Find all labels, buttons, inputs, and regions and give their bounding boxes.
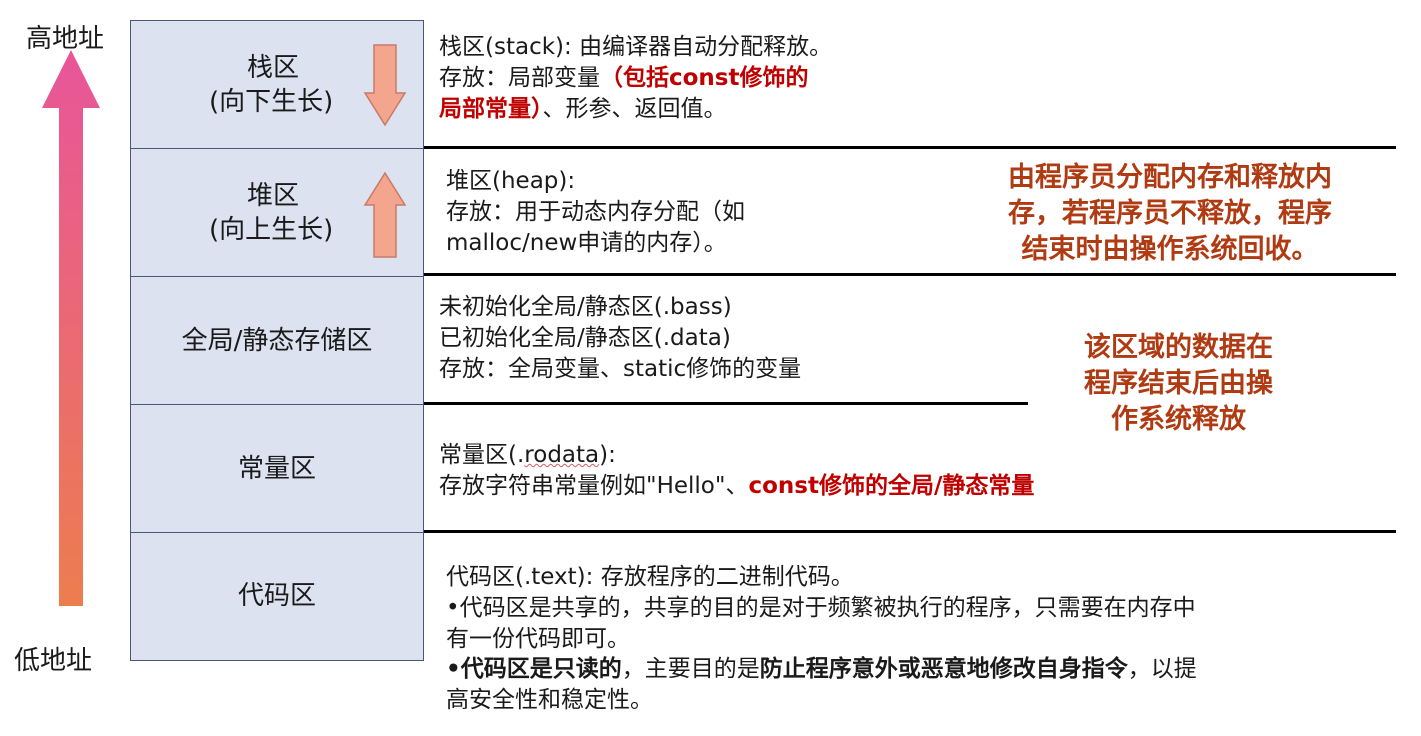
- up-arrow-icon: [363, 171, 407, 258]
- divider-stack-heap: [424, 146, 1396, 149]
- heap-desc-line2: 存放：用于动态内存分配（如: [446, 198, 745, 225]
- const-desc-line2-prefix: 存放字符串常量例如"Hello"、: [439, 472, 749, 499]
- high-address-label: 高地址: [26, 24, 105, 54]
- stack-desc-line2-highlight: （包括const修饰的: [600, 64, 809, 91]
- code-desc-line5: 高安全性和稳定性。: [446, 687, 653, 714]
- global-note-line3: 作系统释放: [1111, 404, 1246, 436]
- heap-note-line2: 存，若程序员不释放，程序: [1008, 198, 1332, 230]
- segment-code: 代码区: [130, 532, 424, 661]
- stack-desc-line2-prefix: 存放：局部变量: [439, 64, 600, 91]
- code-desc-line4-suffix: ，以提: [1127, 656, 1197, 683]
- segment-heap: 堆区 (向上生长): [130, 148, 424, 278]
- segment-stack: 栈区 (向下生长): [130, 20, 424, 150]
- segment-stack-name: 栈区: [247, 52, 300, 83]
- heap-note-line1: 由程序员分配内存和释放内: [1008, 162, 1332, 193]
- stack-description: 栈区(stack): 由编译器自动分配释放。 存放：局部变量（包括const修饰…: [439, 32, 832, 124]
- divider-heap-global: [424, 273, 1396, 276]
- divider-constant-code: [424, 530, 1396, 533]
- global-desc-line1: 未初始化全局/静态区(.bass): [439, 294, 732, 320]
- heap-note-line3: 结束时由操作系统回收。: [1021, 234, 1319, 266]
- low-address-label: 低地址: [14, 646, 93, 676]
- segment-global-static: 全局/静态存储区: [130, 276, 424, 406]
- segment-heap-growth: (向上生长): [209, 215, 334, 245]
- segment-constant: 常量区: [130, 404, 424, 534]
- const-desc-line2-highlight: const修饰的全局/静态常量: [748, 472, 1035, 499]
- stack-desc-line3-highlight: 局部常量）: [439, 95, 543, 122]
- code-desc-line4-bold2: 防止程序意外或恶意地修改自身指令: [759, 656, 1128, 683]
- code-desc-line4-mid: ，主要目的是: [621, 656, 760, 683]
- down-arrow-icon: [363, 44, 407, 127]
- heap-desc-line1: 堆区(heap):: [446, 168, 576, 194]
- code-desc-line3: 有一份代码即可。: [446, 625, 630, 652]
- stack-desc-line3-suffix: 、形参、返回值。: [542, 95, 727, 122]
- divider-global-constant: [424, 402, 1028, 405]
- const-desc-line1-suffix: ):: [599, 442, 616, 468]
- global-note-line1: 该区域的数据在: [1084, 332, 1273, 363]
- constant-description: 常量区(.rodata): 存放字符串常量例如"Hello"、const修饰的全…: [439, 440, 1034, 502]
- heap-note: 由程序员分配内存和释放内 存，若程序员不释放，程序 结束时由操作系统回收。: [1008, 160, 1332, 269]
- code-description: 代码区(.text): 存放程序的二进制代码。 •代码区是共享的，共享的目的是对…: [446, 562, 1197, 716]
- global-desc-line3: 存放：全局变量、static修饰的变量: [439, 355, 802, 382]
- heap-description: 堆区(heap): 存放：用于动态内存分配（如 malloc/new申请的内存）…: [446, 166, 745, 258]
- segment-stack-growth: (向下生长): [209, 87, 334, 117]
- const-desc-line1-rodata: rodata: [524, 442, 600, 468]
- heap-desc-line3: malloc/new申请的内存）。: [446, 229, 727, 256]
- const-desc-line1-prefix: 常量区(.: [439, 442, 525, 468]
- code-desc-line4-bold1: •代码区是只读的: [446, 656, 622, 683]
- address-direction-arrow-icon: [42, 50, 100, 606]
- global-desc-line2: 已初始化全局/静态区(.data): [439, 324, 731, 351]
- global-note-line2: 程序结束后由操: [1084, 368, 1273, 400]
- code-desc-line1: 代码区(.text): 存放程序的二进制代码。: [446, 564, 854, 590]
- segment-heap-name: 堆区: [247, 180, 300, 211]
- global-static-description: 未初始化全局/静态区(.bass) 已初始化全局/静态区(.data) 存放：全…: [439, 292, 801, 384]
- stack-desc-line1: 栈区(stack): 由编译器自动分配释放。: [439, 34, 833, 60]
- segment-code-name: 代码区: [237, 581, 316, 612]
- segment-constant-name: 常量区: [237, 453, 316, 484]
- segment-global-static-name: 全局/静态存储区: [181, 325, 373, 356]
- global-static-note: 该区域的数据在 程序结束后由操 作系统释放: [1084, 330, 1273, 439]
- code-desc-line2: •代码区是共享的，共享的目的是对于频繁被执行的程序，只需要在内存中: [446, 594, 1196, 621]
